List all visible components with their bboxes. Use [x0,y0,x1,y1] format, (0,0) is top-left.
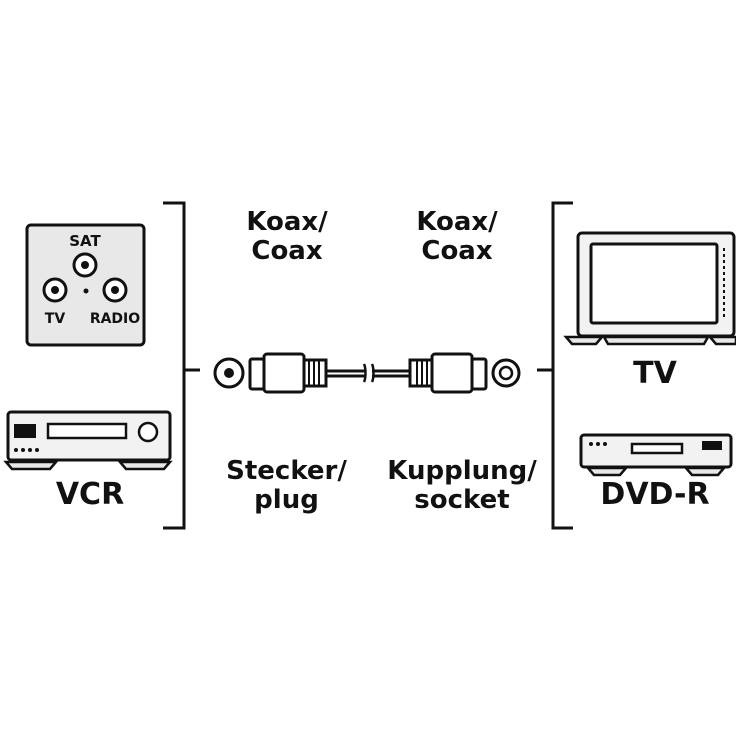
vcr-icon [3,410,173,471]
plug-label-line1: Stecker/ [226,456,347,486]
plug-face-icon [213,357,245,389]
socket-label-line2: socket [414,484,510,515]
tv-icon [563,231,736,346]
left-cable-type-line2: Coax [251,235,323,266]
right-cable-type-label: Koax/ Coax [398,208,516,265]
right-cable-type-line2: Coax [421,235,493,266]
plug-label-line2: plug [254,484,319,515]
right-cable-type-line1: Koax/ [416,207,498,237]
right-bracket [537,201,573,530]
tv-label: TV [633,356,677,391]
coax-cable [213,352,521,394]
plug-connector-icon [248,352,328,394]
dvd-recorder-icon [579,433,733,477]
socket-face-icon [491,358,521,388]
outlet-tv-label: TV [44,311,66,327]
plug-label: Stecker/ plug [214,457,359,514]
dvd-r-label: DVD-R [600,477,710,512]
outlet-radio-label: RADIO [89,311,141,327]
left-cable-type-line1: Koax/ [246,207,328,237]
outlet-sat-label: SAT [69,232,101,250]
vcr-label: VCR [55,477,125,512]
left-bracket [163,201,200,530]
wall-outlet [25,223,146,347]
left-cable-type-label: Koax/ Coax [228,208,346,265]
socket-connector-icon [408,352,488,394]
socket-label: Kupplung/ socket [382,457,542,514]
socket-label-line1: Kupplung/ [387,456,537,486]
